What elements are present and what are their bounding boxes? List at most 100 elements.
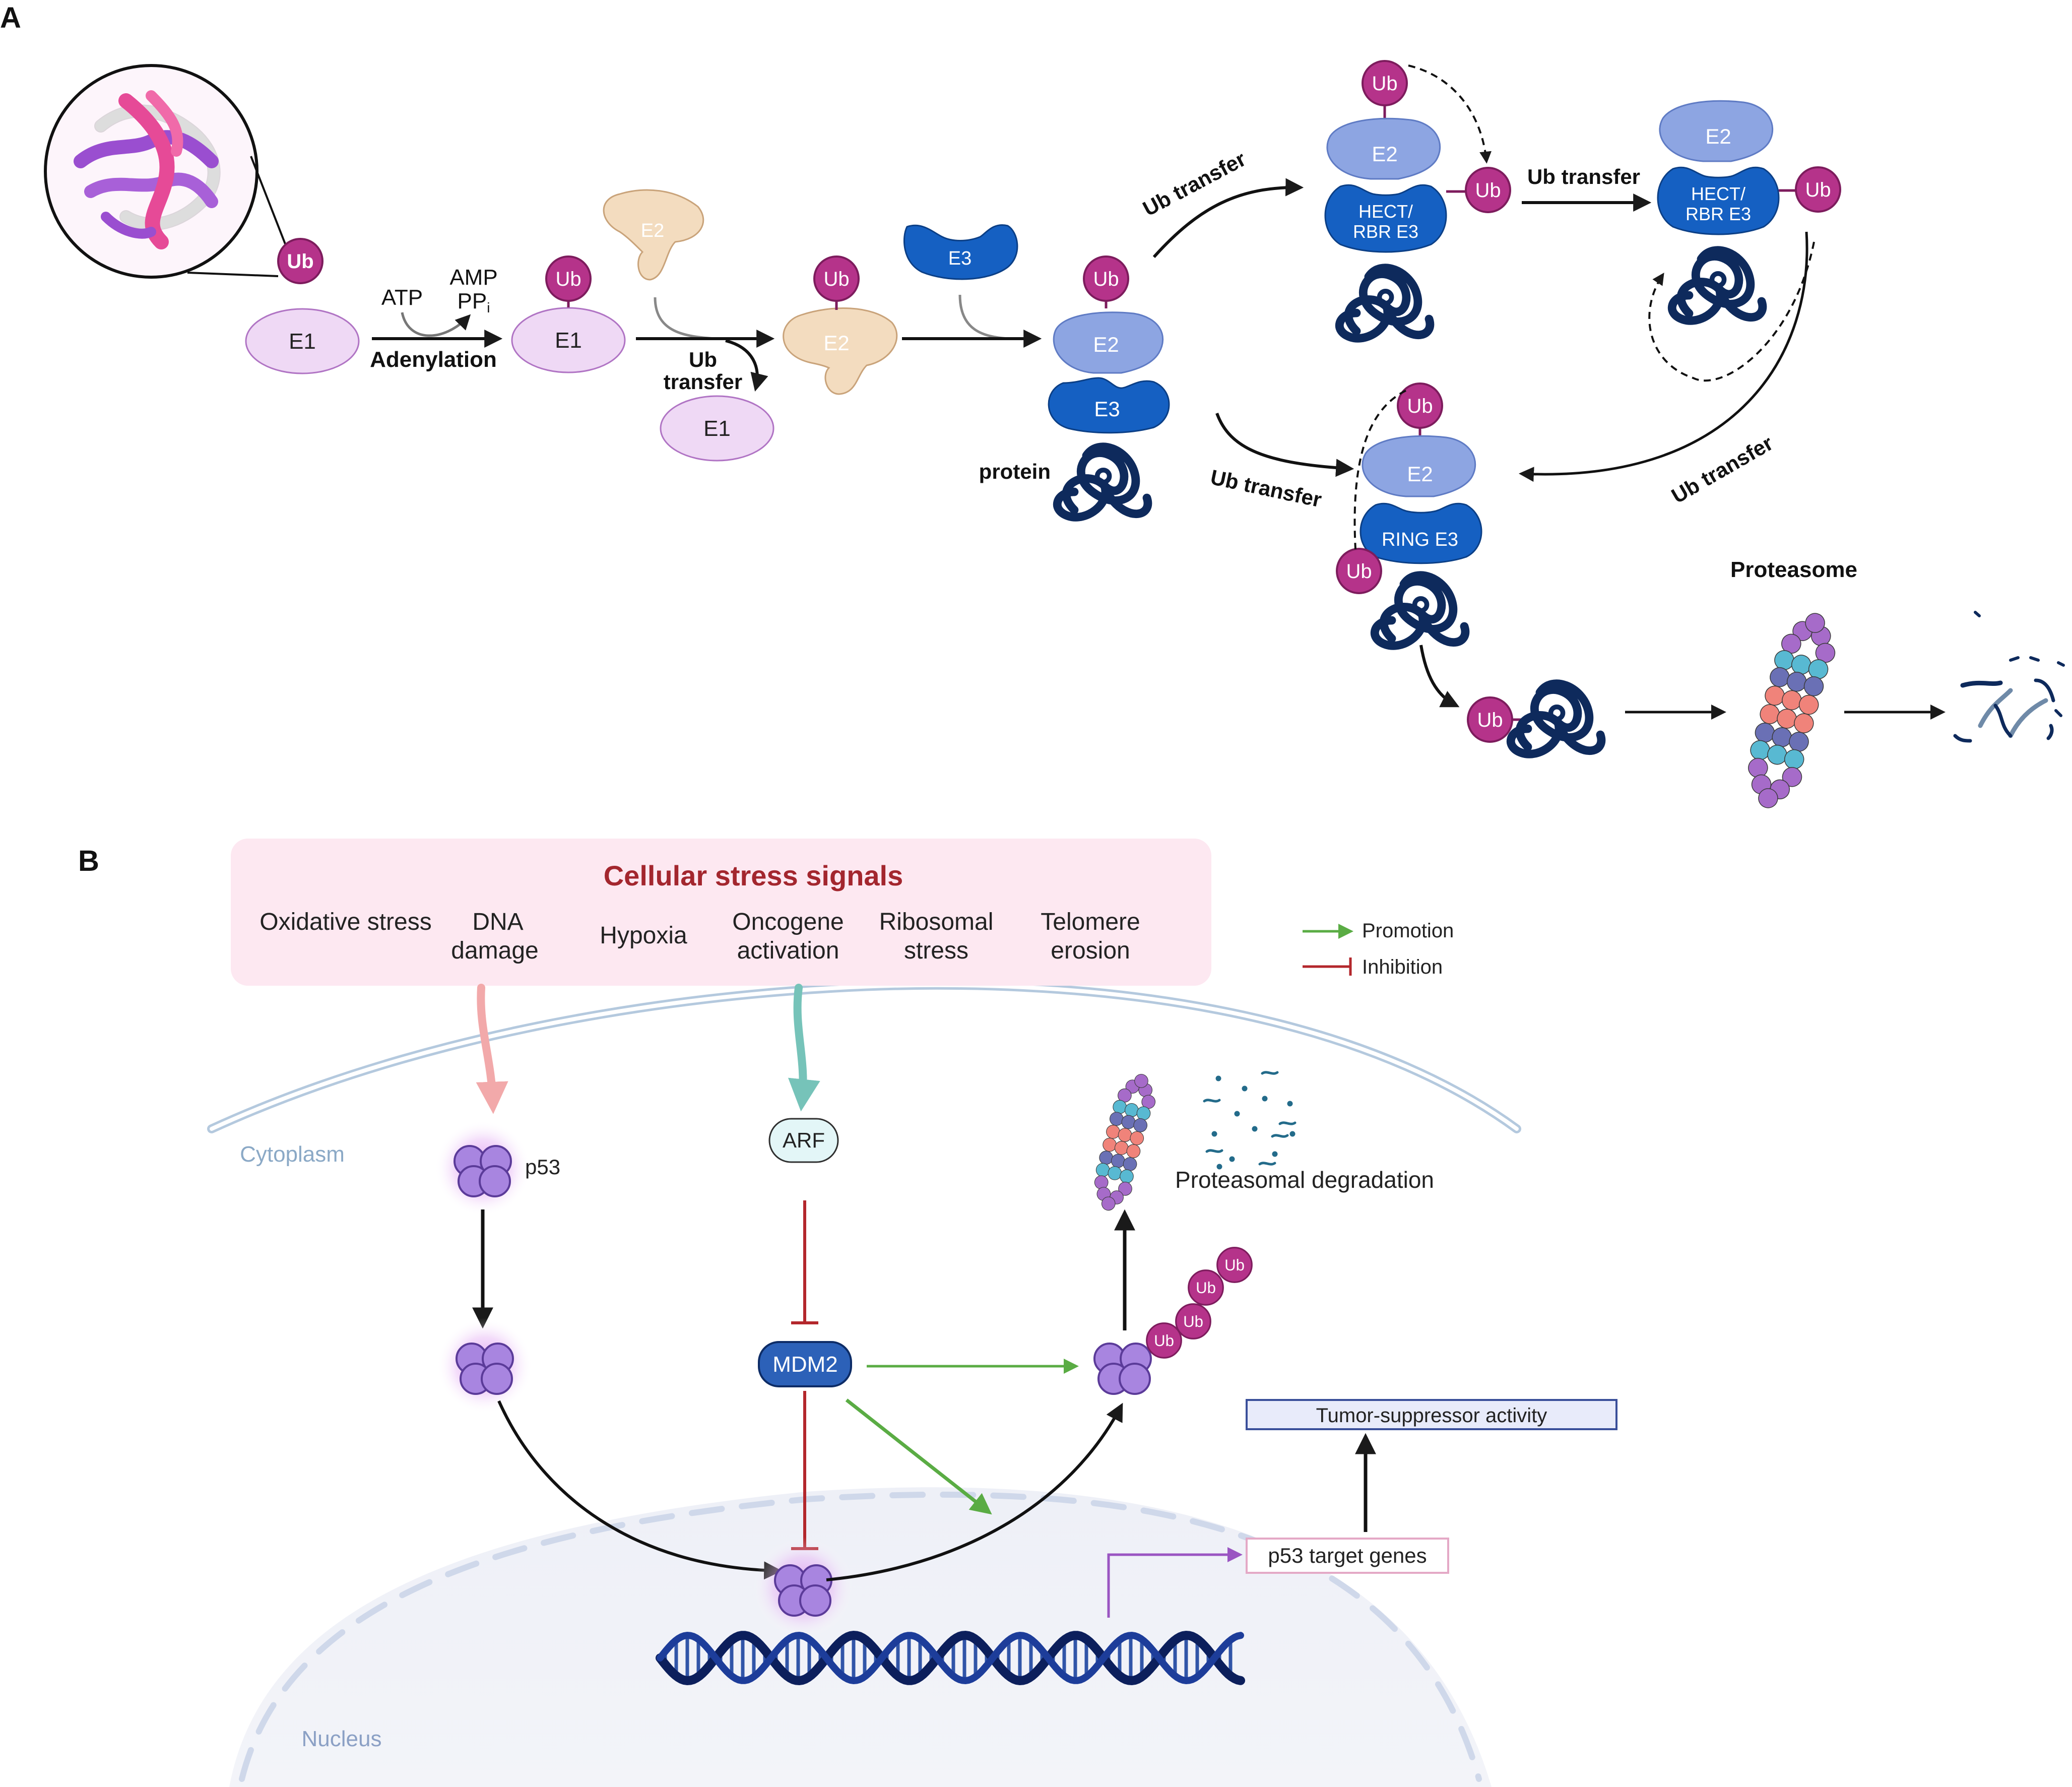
ub-transfer-5-label: Ub transfer [1667, 431, 1777, 508]
svg-text:Ub: Ub [1477, 709, 1503, 731]
e2-ub-complex: E2 Ub [783, 256, 898, 395]
p53-nuclear [774, 1564, 832, 1617]
p53-target-genes-box: p53 target genes [1246, 1538, 1449, 1574]
dna-helix-icon [656, 1630, 1245, 1686]
svg-text:E3: E3 [1094, 397, 1120, 421]
svg-text:E2: E2 [823, 331, 849, 355]
signal-oncogene-1: Oncogene [732, 909, 844, 935]
signal-oxidative: Oxidative stress [260, 909, 431, 935]
svg-text:Ub: Ub [1372, 73, 1397, 95]
stress-signals-box [231, 839, 1211, 986]
svg-text:Ub: Ub [1346, 560, 1372, 583]
svg-text:Ub: Ub [1093, 268, 1119, 290]
ubiquitinated-protein: Ub [1467, 684, 1601, 754]
to-ub-protein-arrow [1419, 645, 1460, 708]
svg-text:HECT/: HECT/ [1691, 183, 1745, 204]
svg-text:MDM2: MDM2 [772, 1352, 838, 1377]
svg-text:E1: E1 [555, 328, 582, 353]
p53-label: p53 [525, 1155, 560, 1179]
p53-to-nucleus-arrow [497, 1400, 783, 1580]
e2-join-curve [654, 297, 716, 340]
nuclear-p53-export-arrow [826, 1402, 1123, 1581]
arf-node: ARF [768, 1118, 839, 1163]
adenylation-label: Adenylation [370, 347, 497, 372]
ring-complex: Ub E2 RING E3 Ub [1336, 382, 1482, 646]
svg-text:Ub: Ub [823, 268, 849, 290]
mdm2-node: MDM2 [758, 1341, 852, 1387]
svg-text:HECT/: HECT/ [1358, 201, 1413, 222]
svg-text:ARF: ARF [783, 1128, 825, 1152]
signal-telomere-1: Telomere [1041, 909, 1140, 935]
stress-to-p53-arrow [476, 984, 508, 1114]
e1-released: E1 [660, 395, 774, 462]
svg-text:Ub: Ub [1475, 179, 1501, 202]
atp-curve-arrow [401, 312, 471, 337]
svg-text:Ub: Ub [1183, 1313, 1203, 1330]
ub-free: Ub [277, 238, 323, 284]
panel-b-label: B [78, 845, 99, 877]
ub-transfer-1-l2: transfer [664, 370, 742, 394]
ub-transfer-to-ring-arrow-2 [1519, 231, 1808, 482]
nuclear-envelope [239, 1491, 1482, 1782]
svg-text:Ub: Ub [1154, 1332, 1174, 1350]
p53-ubiquitinated [1093, 1343, 1152, 1395]
legend-inhibition: Inhibition [1362, 956, 1443, 978]
e1-enzyme: E1 [245, 308, 360, 374]
mdm2-promotes-export [845, 1398, 992, 1515]
svg-text:Tumor-suppressor activity: Tumor-suppressor activity [1316, 1405, 1547, 1427]
e3-join-curve [958, 294, 1008, 340]
e1-release-curve [725, 339, 768, 392]
svg-text:RBR E3: RBR E3 [1686, 204, 1751, 224]
e2-free: E2 [603, 189, 704, 281]
e1-ub-complex: E1 Ub [511, 256, 626, 373]
ub-transfer-4-label: Ub transfer [1208, 465, 1324, 512]
svg-text:E1: E1 [289, 329, 316, 354]
signal-ribosomal-1: Ribosomal [879, 909, 994, 935]
peptide-fragments-a [1953, 611, 2065, 743]
legend-promotion: Promotion [1362, 920, 1454, 942]
p53-active [456, 1343, 514, 1395]
signal-dna-2: damage [451, 937, 538, 964]
nucleus-label: Nucleus [302, 1727, 382, 1751]
proteasome-b-icon [1094, 1074, 1156, 1211]
panel-a-label: A [0, 2, 21, 34]
ub-transfer-1-l1: Ub [689, 348, 717, 371]
ub-transfer-2-label: Ub transfer [1139, 147, 1250, 221]
e2-e3-protein-complex: Ub E2 E3 [1048, 256, 1170, 517]
ub-transfer-3-label: Ub transfer [1527, 165, 1640, 188]
proteasome-label: Proteasome [1730, 557, 1857, 582]
signal-oncogene-2: activation [737, 937, 839, 964]
svg-text:E3: E3 [948, 248, 972, 269]
signal-hypoxia: Hypoxia [600, 922, 687, 949]
signal-dna-1: DNA [472, 909, 523, 935]
svg-text:Ub: Ub [1196, 1279, 1216, 1297]
svg-text:Ub: Ub [1224, 1256, 1245, 1274]
svg-text:Ub: Ub [1805, 179, 1831, 201]
hect-complex-1: Ub E2 HECT/ RBR E3 Ub [1324, 60, 1511, 338]
p53-cytoplasm [454, 1145, 512, 1197]
hect-complex-2: E2 HECT/ RBR E3 Ub [1648, 100, 1841, 382]
svg-text:E2: E2 [1372, 142, 1397, 166]
svg-text:E2: E2 [1407, 462, 1433, 486]
legend: Promotion Inhibition [1303, 920, 1454, 978]
ub-transfer-to-hect-arrow [1152, 178, 1304, 259]
svg-text:Ub: Ub [287, 250, 313, 273]
stress-title: Cellular stress signals [604, 860, 903, 891]
protein-label: protein [979, 460, 1051, 483]
ub-transfer-to-ring-arrow-1 [1215, 412, 1354, 477]
proteasomal-degradation-label: Proteasomal degradation [1175, 1167, 1434, 1193]
svg-text:Ub: Ub [555, 268, 581, 290]
svg-text:RING E3: RING E3 [1382, 529, 1458, 550]
cytoplasm-label: Cytoplasm [240, 1142, 345, 1167]
svg-text:E2: E2 [1093, 333, 1119, 356]
ub-chain: Ub Ub Ub Ub [1146, 1247, 1253, 1359]
proteasome-a-icon [1748, 613, 1836, 808]
signal-telomere-2: erosion [1051, 937, 1130, 964]
svg-text:RBR E3: RBR E3 [1353, 221, 1418, 242]
tumor-suppressor-box: Tumor-suppressor activity [1246, 1399, 1617, 1430]
svg-text:Ub: Ub [1407, 395, 1433, 417]
signal-ribosomal-2: stress [904, 937, 968, 964]
stress-to-arf-arrow [788, 984, 820, 1112]
svg-text:E2: E2 [1705, 124, 1731, 148]
